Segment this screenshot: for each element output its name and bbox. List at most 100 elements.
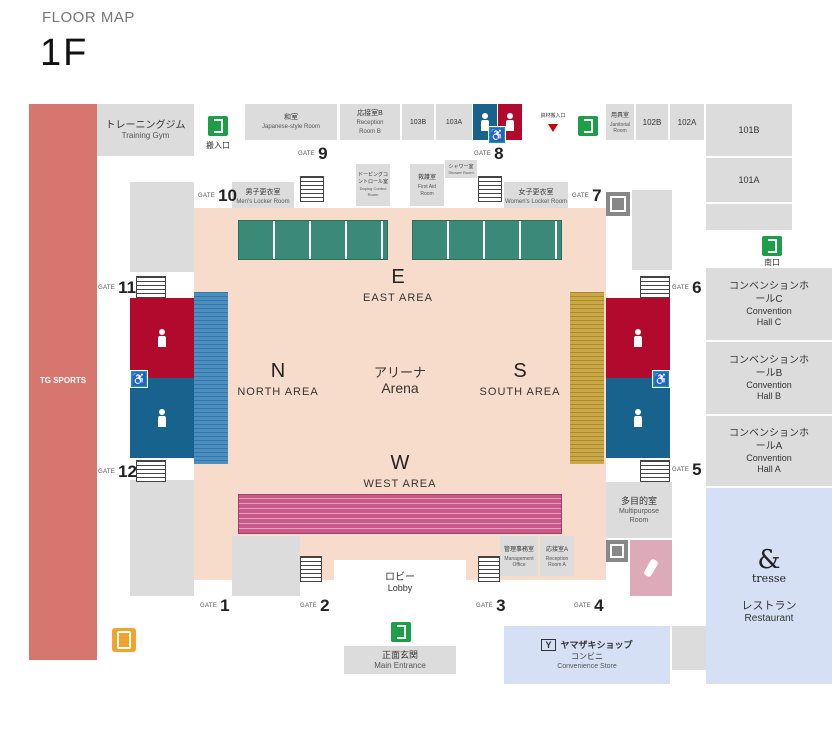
room-101a[interactable]: 101A: [706, 158, 792, 202]
material-entrance-label: 資材搬入口: [540, 112, 566, 119]
shower-room[interactable]: シャワー室 Shower Room: [445, 160, 477, 178]
reception-room-b[interactable]: 応接室B Reception Room B: [340, 104, 400, 140]
restaurant[interactable]: & tresse レストラン Restaurant: [706, 488, 832, 684]
shower-jp: シャワー室: [448, 163, 474, 170]
west-seating: [238, 494, 562, 534]
stairs: [478, 176, 502, 202]
north-seating: [194, 292, 228, 464]
training-gym[interactable]: トレーニングジム Training Gym: [97, 104, 194, 156]
gate-word: GATE: [672, 467, 690, 473]
management-office[interactable]: 管理事務室 Management Office: [500, 536, 538, 576]
reception-room-a[interactable]: 応接室A Reception Room A: [540, 536, 574, 576]
gate-number: 3: [496, 596, 506, 615]
gate-number: 5: [692, 460, 702, 479]
gate-word: GATE: [298, 151, 316, 157]
multipurpose-en: Multipurpose Room: [618, 507, 660, 524]
womens-locker-en: Women's Locker Room: [504, 199, 568, 205]
main-entrance[interactable]: 正面玄関 Main Entrance: [344, 646, 456, 674]
convention-hall-b[interactable]: コンベンションホールB Convention Hall B: [706, 342, 832, 414]
room-103a[interactable]: 103A: [436, 104, 472, 140]
main-entrance-en: Main Entrance: [374, 661, 426, 670]
room-103b[interactable]: 103B: [402, 104, 434, 140]
gate-number: 9: [318, 144, 328, 163]
elevator[interactable]: [606, 540, 628, 562]
first-aid-jp: 救護室: [417, 174, 436, 181]
gate-number: 11: [118, 278, 137, 297]
wheelchair-icon: ♿: [488, 126, 506, 144]
arena-label-jp: アリーナ: [373, 365, 426, 380]
management-en: Management Office: [504, 555, 534, 568]
west-lower-room: [232, 536, 300, 596]
gate-number: 2: [320, 596, 330, 615]
male-icon: [158, 409, 166, 427]
room-101b[interactable]: 101B: [706, 104, 792, 156]
convenience-store[interactable]: Y ヤマザキショップ コンビニ Convenience Store: [504, 626, 670, 684]
convention-hall-a[interactable]: コンベンションホールA Convention Hall A: [706, 416, 832, 486]
janitorial-room[interactable]: 用具室 Janitorial Room: [606, 104, 634, 140]
yamazaki-logo: Y: [541, 639, 556, 651]
lobby[interactable]: ロビー Lobby: [334, 560, 466, 606]
hall-a-jp: コンベンションホールA: [729, 428, 809, 452]
floor-map-subtitle: FLOOR MAP: [42, 9, 135, 26]
convention-hall-c[interactable]: コンベンションホールC Convention Hall C: [706, 268, 832, 340]
corridor-block: [706, 204, 792, 230]
womens-restroom-north[interactable]: [130, 298, 194, 378]
room-101a-label: 101A: [738, 174, 760, 185]
store-en: Convenience Store: [557, 663, 617, 670]
room-102b[interactable]: 102B: [636, 104, 668, 140]
room-102a[interactable]: 102A: [670, 104, 704, 140]
reception-b-en: Reception Room B: [356, 119, 384, 135]
gate-word: GATE: [98, 469, 116, 475]
south-seating: [570, 292, 604, 464]
mens-locker-room[interactable]: 男子更衣室 Men's Locker Room: [232, 182, 294, 212]
japanese-room-jp: 和室: [284, 114, 298, 121]
mens-restroom-top[interactable]: [473, 104, 497, 140]
womens-restroom-south[interactable]: [606, 298, 670, 378]
stairs: [136, 276, 166, 298]
first-aid-en: First Aid Room: [417, 183, 437, 197]
exit-icon: [762, 236, 782, 256]
reception-b-jp: 応接室B: [357, 109, 383, 117]
mens-restroom-north[interactable]: [130, 378, 194, 458]
west-corridor-lower: [130, 480, 194, 596]
north-area-letter: N: [270, 360, 286, 382]
east-seating: [238, 220, 388, 260]
japanese-style-room[interactable]: 和室 Japanese-style Room: [245, 104, 337, 140]
doping-control-room[interactable]: ドーピングコントロール室 Doping Control Room: [356, 164, 390, 206]
gate-word: GATE: [476, 603, 494, 609]
hall-c-jp: コンベンションホールC: [729, 281, 809, 305]
aed-icon: [112, 628, 136, 652]
female-icon: [634, 329, 642, 347]
stairs: [300, 176, 324, 202]
stairs: [300, 556, 322, 582]
gate-number: 10: [218, 186, 238, 205]
gate-word: GATE: [574, 603, 592, 609]
nursing-room[interactable]: [630, 540, 672, 596]
womens-locker-room[interactable]: 女子更衣室 Women's Locker Room: [504, 182, 568, 212]
gate-number: 8: [494, 144, 504, 163]
mens-restroom-south[interactable]: [606, 378, 670, 458]
female-icon: [506, 113, 514, 131]
first-aid-room[interactable]: 救護室 First Aid Room: [410, 164, 444, 206]
hall-b-en1: Convention: [746, 380, 792, 390]
male-icon: [481, 113, 489, 131]
stairs: [640, 460, 670, 482]
main-entrance-jp: 正面玄関: [381, 650, 418, 660]
elevator[interactable]: [606, 192, 630, 216]
multipurpose-room[interactable]: 多目的室 Multipurpose Room: [606, 482, 672, 538]
floor-label: 1F: [40, 32, 89, 74]
south-area-letter: S: [513, 360, 527, 382]
tg-sports-band: TG SPORTS: [29, 104, 97, 660]
